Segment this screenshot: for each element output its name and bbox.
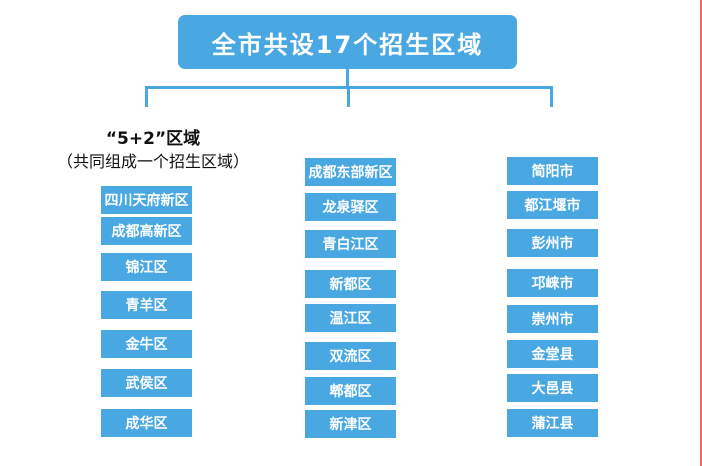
region-box: 双流区: [305, 342, 396, 370]
region-box: 大邑县: [507, 374, 598, 402]
region-box: 邛崃市: [507, 269, 598, 297]
region-box: 都江堰市: [507, 191, 598, 219]
region-box: 成都高新区: [101, 217, 192, 245]
region-box: 成都东部新区: [305, 158, 396, 186]
region-box: 龙泉驿区: [305, 193, 396, 221]
region-box: 锦江区: [101, 253, 192, 281]
region-box: 彭州市: [507, 229, 598, 257]
left-group-heading: “5+2”区域: [105, 129, 201, 149]
region-box: 成华区: [101, 409, 192, 437]
region-box: 崇州市: [507, 305, 598, 333]
region-box: 简阳市: [507, 157, 598, 185]
region-box: 新都区: [305, 270, 396, 298]
right-edge-bar: [700, 0, 702, 466]
region-box: 新津区: [305, 410, 396, 438]
left-group-subheading: （共同组成一个招生区域）: [56, 152, 249, 171]
region-box: 温江区: [305, 304, 396, 332]
region-box: 金牛区: [101, 330, 192, 358]
region-box: 武侯区: [101, 369, 192, 397]
connector-middle-drop: [347, 86, 350, 107]
region-box: 四川天府新区: [101, 186, 192, 214]
region-box: 青白江区: [305, 230, 396, 258]
connector-right-drop: [550, 86, 553, 107]
connector-trunk: [346, 69, 349, 89]
region-box: 金堂县: [507, 340, 598, 368]
region-box: 青羊区: [101, 291, 192, 319]
region-box: 郫都区: [305, 377, 396, 405]
diagram-title: 全市共设17个招生区域: [178, 15, 517, 69]
region-box: 蒲江县: [507, 409, 598, 437]
connector-left-drop: [145, 86, 148, 107]
